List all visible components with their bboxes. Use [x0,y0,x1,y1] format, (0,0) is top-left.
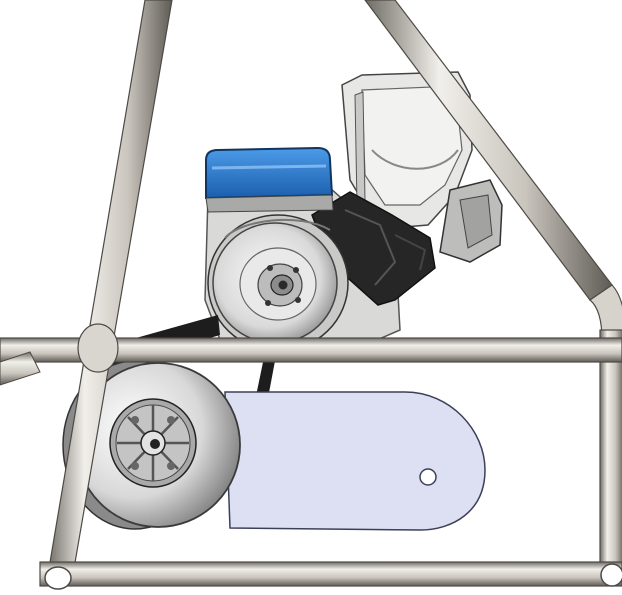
engine-assembly [204,71,503,352]
mounting-plate-hole [419,468,437,486]
tube-end-left [44,566,72,590]
fuel-tank [205,146,334,200]
driven-pulley-hub [150,439,160,449]
frame-tube-right-vertical [599,329,622,581]
frame-joint [77,323,119,373]
frame-tube-bottom-rail [39,561,622,587]
drive-pulley-bolt [278,280,288,290]
mounting-plate [224,391,486,531]
tube-end-right [600,563,622,587]
